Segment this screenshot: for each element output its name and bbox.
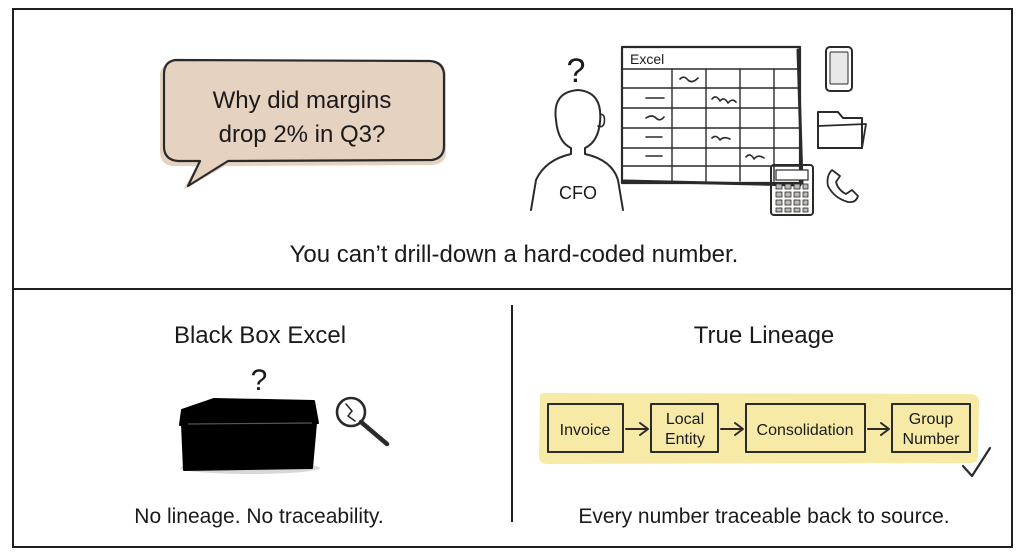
cfo-question-mark: ? — [567, 52, 586, 90]
speech-bubble — [160, 58, 446, 190]
left-title: Black Box Excel — [174, 322, 346, 349]
lineage-node-invoice: Invoice — [547, 403, 624, 453]
telephone-handset-icon — [826, 169, 859, 204]
node-group-number-line1: Group — [909, 411, 954, 428]
lineage-node-local-entity: Local Entity — [650, 403, 719, 453]
folder-icon — [817, 111, 867, 149]
lineage-node-consolidation: Consolidation — [745, 403, 866, 453]
arrow-local-entity-to-consolidation — [720, 422, 744, 436]
arrow-consolidation-to-group-number — [867, 422, 890, 436]
left-caption: No lineage. No traceability. — [134, 505, 383, 528]
node-invoice-label: Invoice — [560, 422, 611, 439]
right-title: True Lineage — [694, 322, 835, 349]
lineage-highlight — [538, 392, 980, 464]
outer-frame — [12, 8, 1013, 548]
cfo-label: CFO — [559, 183, 597, 203]
node-consolidation-label: Consolidation — [757, 422, 854, 439]
node-local-entity-line1: Local — [666, 411, 704, 428]
lineage-node-group-number: Group Number — [891, 403, 971, 453]
bubble-text-line1: Why did margins — [213, 87, 392, 114]
black-box-icon — [179, 398, 320, 474]
checkmark-icon — [961, 446, 992, 478]
black-box-question-mark: ? — [251, 364, 268, 397]
cfo-person-icon — [530, 89, 624, 211]
node-local-entity-line2: Entity — [665, 431, 705, 448]
calculator-icon — [770, 164, 814, 216]
phone-icon — [825, 46, 853, 92]
arrow-invoice-to-local-entity — [625, 422, 649, 436]
spreadsheet-title: Excel — [630, 51, 664, 67]
top-caption: You can’t drill-down a hard-coded number… — [290, 241, 739, 268]
right-caption: Every number traceable back to source. — [578, 505, 949, 528]
node-group-number-line2: Number — [903, 431, 961, 448]
bubble-text-line2: drop 2% in Q3? — [219, 121, 386, 148]
magnifying-glass-icon — [335, 396, 390, 447]
